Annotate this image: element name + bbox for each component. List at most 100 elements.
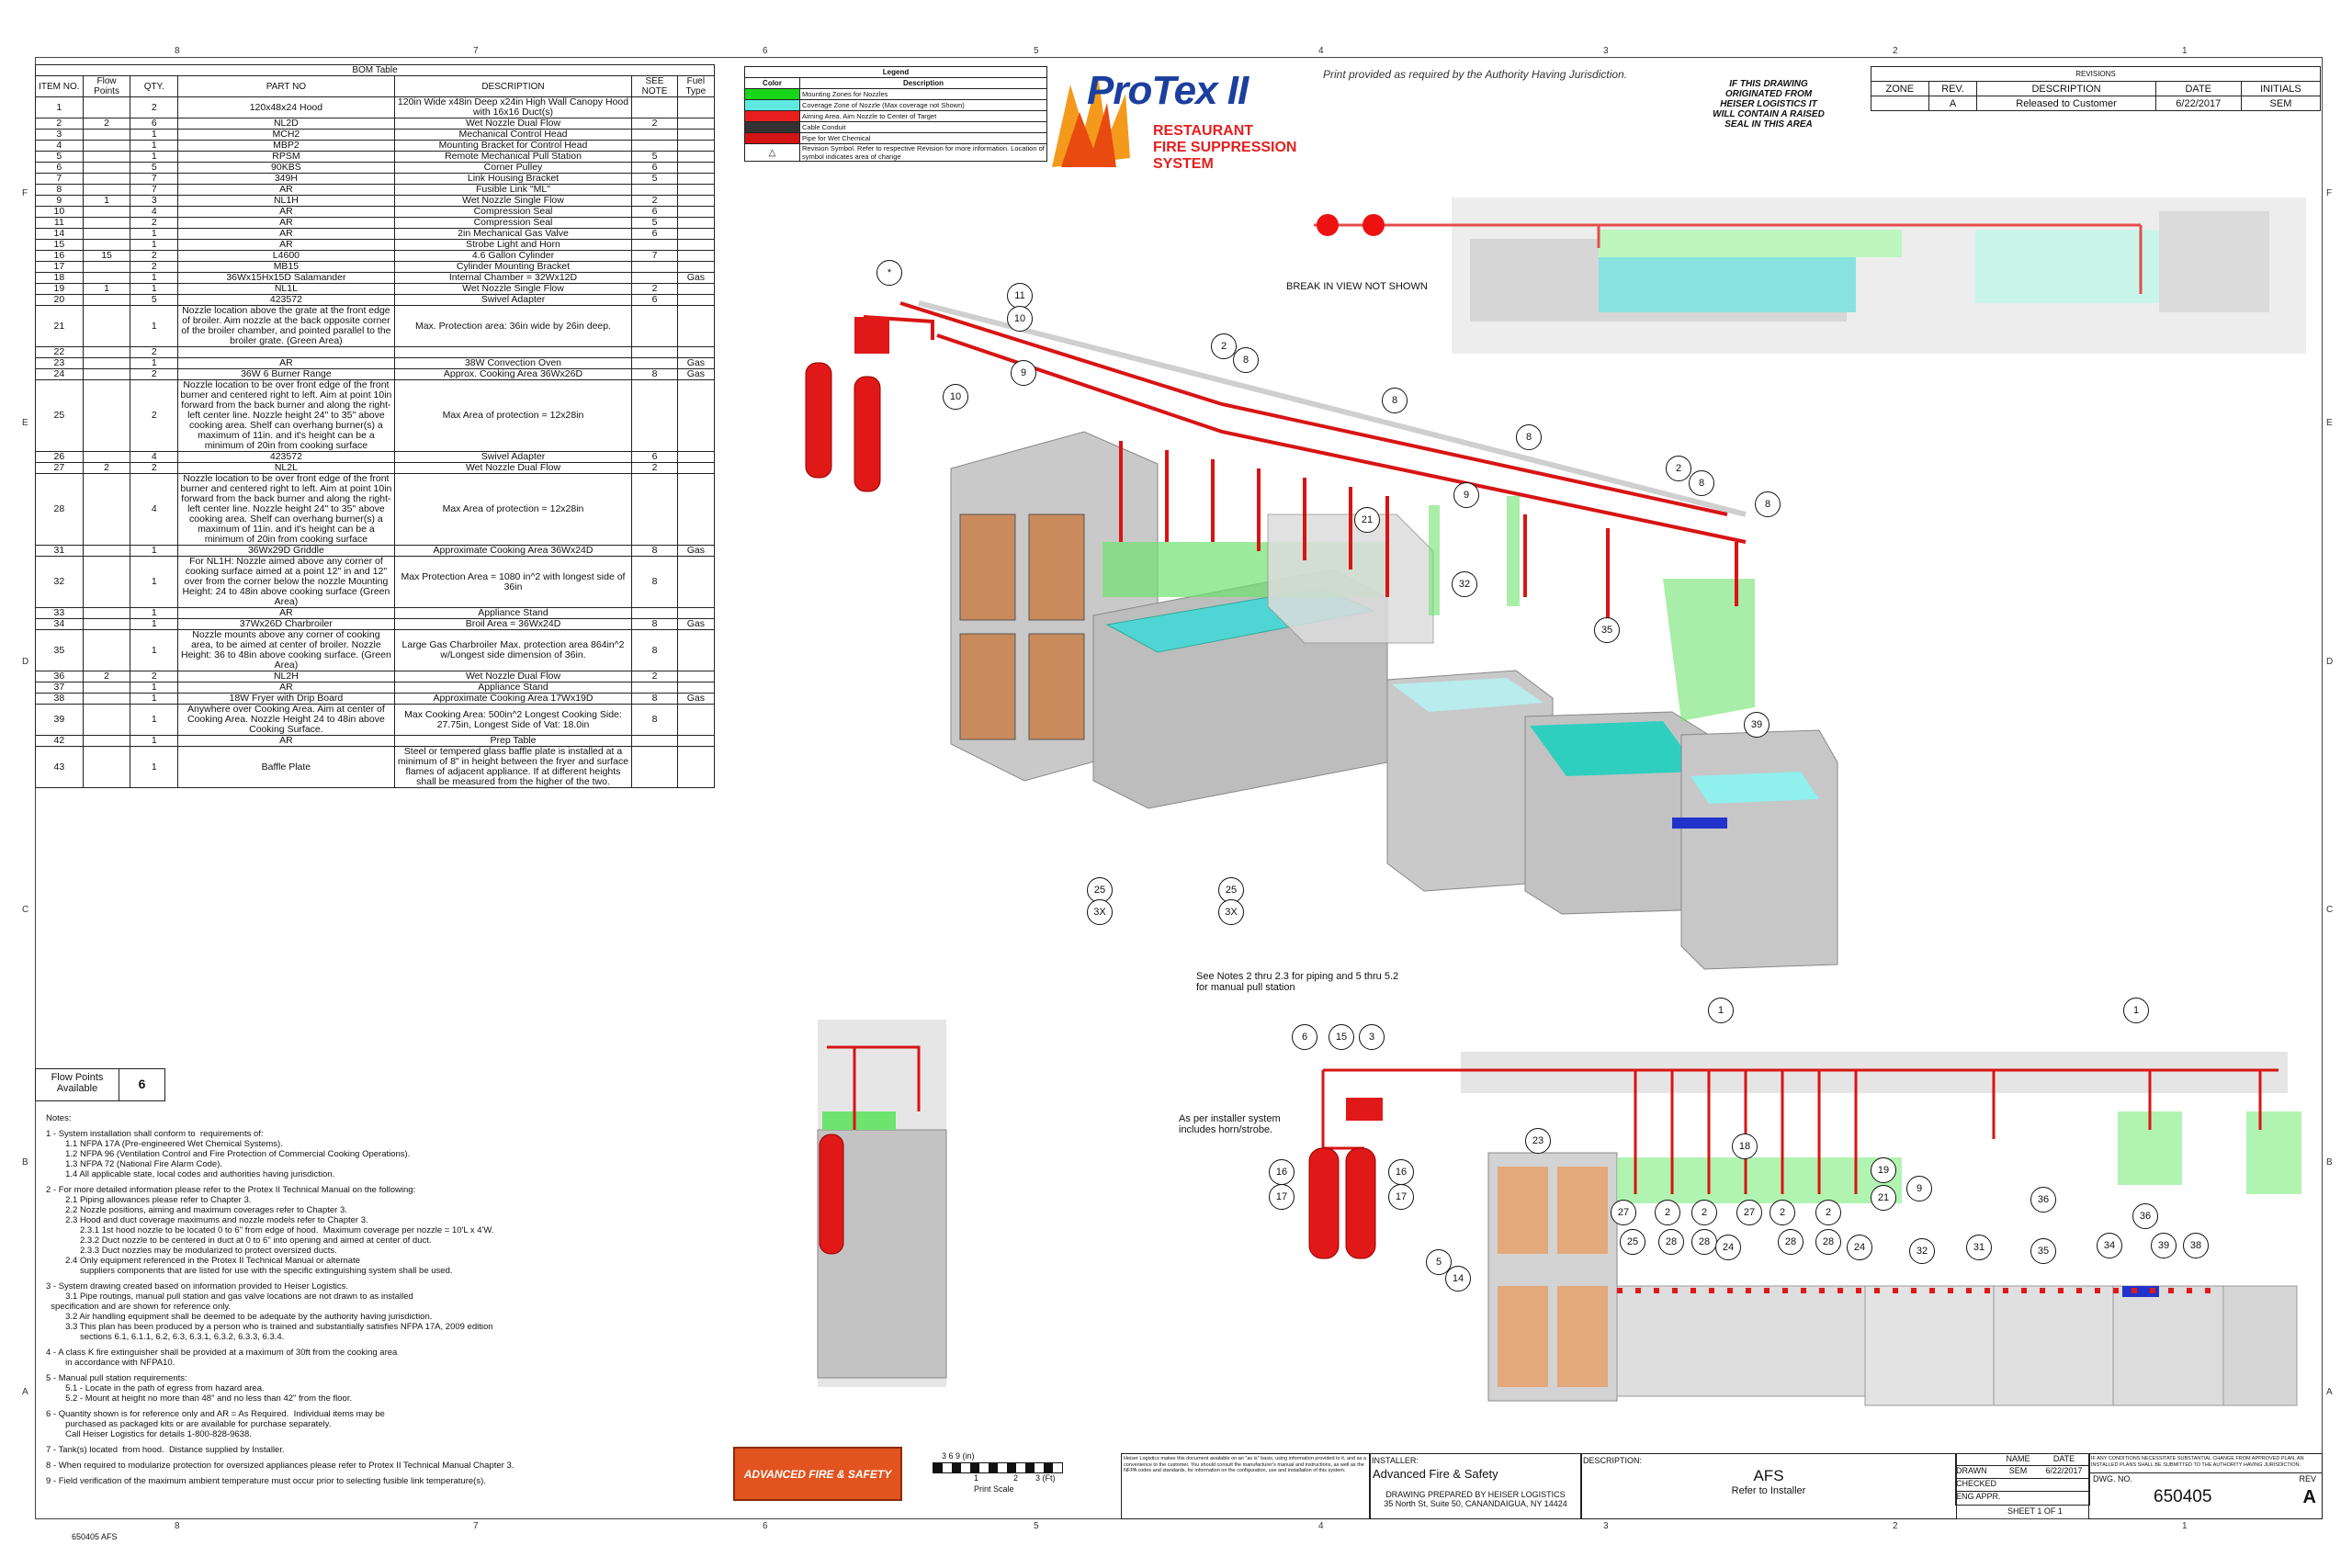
note-line: 6 - Quantity shown is for reference only… [46,1409,385,1419]
callout-balloon: 32 [1452,571,1477,597]
bom-cell: Baffle Plate [177,746,395,788]
bom-cell: 4.6 Gallon Cylinder [393,250,633,262]
bom-cell: Remote Mechanical Pull Station [393,151,633,163]
bom-cell [676,162,716,174]
bom-cell [82,217,131,229]
legend-text: Mounting Zones for Nozzles [799,88,1047,100]
callout-balloon: 19 [1871,1157,1896,1183]
bom-cell: 23 [35,357,84,369]
callout-balloon: 8 [1689,470,1714,496]
bom-cell: 32 [35,556,84,608]
title-block-dwg: IF ANY CONDITIONS NECESSITATE SUBSTANTIA… [2088,1453,2323,1519]
callout-balloon: 25 [1087,877,1113,903]
bom-cell: 35 [35,629,84,671]
installer-label: INSTALLER: [1372,1456,1419,1465]
bom-cell [82,228,131,240]
bom-header-cell: QTY. [130,75,179,97]
note-line: 5.2 - Mount at height no more than 48" a… [46,1393,353,1404]
address: 35 North St, Suite 50, CANANDAIGUA, NY 1… [1384,1499,1567,1508]
bom-cell [82,682,131,694]
dwg-label: DWG. NO. [2093,1474,2132,1483]
bom-cell [676,671,716,682]
bom-cell: Mounting Bracket for Control Head [393,140,633,152]
bom-cell [82,261,131,273]
zone-label: A [22,1387,28,1397]
bom-cell [82,173,131,185]
note-line: 2.3 Hood and duct coverage maximums and … [46,1215,368,1225]
bom-cell [631,140,678,152]
bom-cell [631,261,678,273]
bom-header-cell: PART NO [177,75,395,97]
zone-label: 8 [175,46,180,56]
bom-cell: 1 [130,283,179,295]
note-line: 2 - For more detailed information please… [46,1185,416,1195]
bom-cell [177,346,395,358]
bom-cell: 1 [130,629,179,671]
callout-balloon: 17 [1388,1184,1414,1210]
bom-cell: Gas [676,368,716,380]
bom-cell: 17 [35,261,84,273]
afs-logo-text: ADVANCED FIRE & SAFETY [743,1467,892,1481]
bom-cell: 8 [631,618,678,630]
bom-cell: 21 [35,305,84,347]
note-line: 1.1 NFPA 17A (Pre-engineered Wet Chemica… [46,1139,283,1149]
drawn-label: DRAWN [1956,1466,1987,1475]
bom-cell: 1 [130,607,179,619]
bom-cell: Max. Protection area: 36in wide by 26in … [393,305,633,347]
revision-cell: SEM [2240,96,2322,111]
bom-cell [676,629,716,671]
bom-cell: 4 [35,140,84,152]
callout-balloon: 28 [1658,1229,1684,1255]
bom-cell: Nozzle mounts above any corner of cookin… [177,629,395,671]
callout-balloon: 17 [1269,1184,1295,1210]
revision-cell: A [1928,96,1978,111]
bom-cell: NL1H [177,195,395,207]
bom-cell: 36W 6 Burner Range [177,368,395,380]
bom-cell [82,357,131,369]
revision-header-cell: DESCRIPTION [1976,81,2156,96]
bom-cell: 15 [82,250,131,262]
bom-cell: Gas [676,272,716,284]
zone-label: 4 [1318,46,1324,56]
zone-label: 3 [1603,46,1609,56]
afs-logo: ADVANCED FIRE & SAFETY [733,1447,902,1501]
callout-balloon: 3X [1087,899,1113,925]
date-label: DATE [2052,1454,2075,1463]
callout-balloon: 2 [1770,1200,1795,1225]
bom-cell: Swivel Adapter [393,294,633,306]
bom-cell [631,746,678,788]
bom-cell: 7 [631,250,678,262]
note-line: 8 - When required to modularize protecti… [46,1461,514,1471]
zone-label: E [22,418,28,428]
callout-balloon: 1 [1708,998,1734,1023]
callout-balloon: 36 [2030,1187,2056,1213]
bom-cell: 3 [35,129,84,141]
callout-balloon: 15 [1329,1024,1354,1050]
bom-cell: 1 [130,693,179,705]
revision-triangle-icon: △ [768,147,776,158]
zone-label: 4 [1318,1521,1324,1531]
bom-cell: Max Area of protection = 12x28in [393,473,633,546]
bom-header-cell: ITEM NO. [35,75,84,97]
callout-balloon: 2 [1815,1200,1841,1225]
bom-cell: L4600 [177,250,395,262]
bom-cell: 1 [130,272,179,284]
callout-balloon: 36 [2132,1203,2158,1229]
bom-cell: 2 [130,96,179,118]
bom-cell [676,217,716,229]
callout-balloon: 21 [1871,1185,1896,1211]
bom-cell [676,346,716,358]
protex-tag-1: RESTAURANT [1153,123,1254,139]
